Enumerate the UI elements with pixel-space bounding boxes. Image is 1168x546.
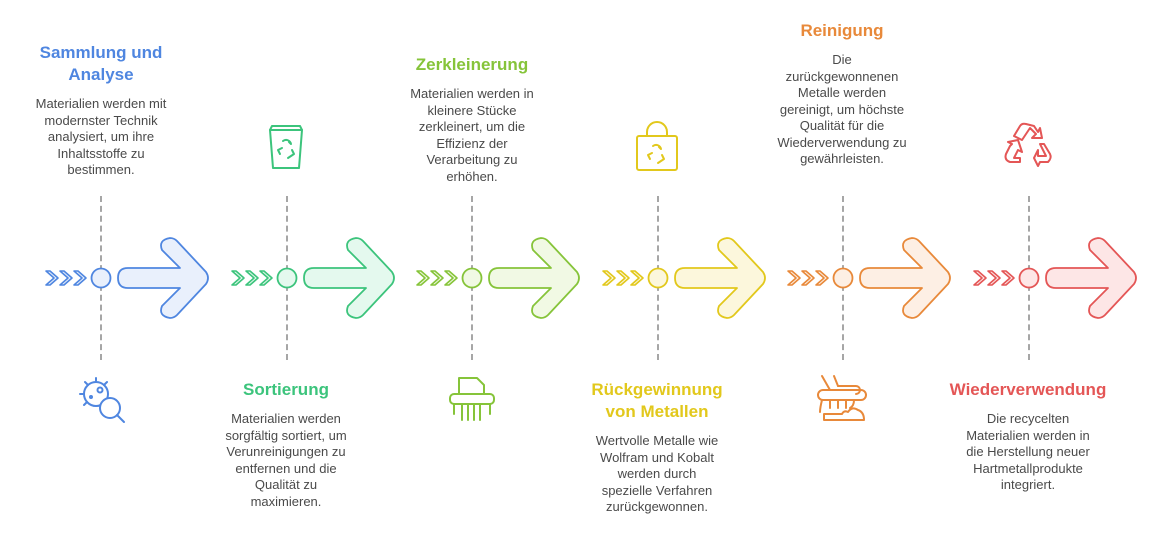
arrow-right-icon	[117, 237, 209, 319]
step-5-title: Reinigung	[800, 21, 884, 40]
chevron-icon	[616, 270, 630, 286]
step-4-arrow-group	[602, 237, 766, 319]
cleaning-brush-icon	[817, 375, 867, 421]
step-node-circle	[276, 267, 298, 289]
chevron-icon	[602, 270, 616, 286]
chevron-icon	[73, 270, 87, 286]
recycle-bin-icon	[269, 125, 303, 169]
arrow-right-icon	[303, 237, 395, 319]
step-1-title: Sammlung und Analyse	[39, 43, 163, 84]
chevron-icon	[430, 270, 444, 286]
step-node-circle	[832, 267, 854, 289]
step-2-text: Sortierung Materialien werden sorgfältig…	[206, 379, 366, 510]
step-4-text: Rückgewinnung von Metallen Wertvolle Met…	[577, 379, 737, 516]
chevron-icon	[231, 270, 245, 286]
chevron-icon	[1001, 270, 1015, 286]
chevron-icon	[444, 270, 458, 286]
step-3-arrow-group	[416, 237, 580, 319]
step-6-title: Wiederverwendung	[949, 380, 1107, 399]
arrow-right-icon	[674, 237, 766, 319]
step-1-description: Materialien werden mit modernster Techni…	[35, 96, 167, 177]
arrow-row	[45, 237, 1137, 319]
step-4-title: Rückgewinnung von Metallen	[591, 380, 723, 421]
chevron-icon	[59, 270, 73, 286]
bacteria-magnifier-icon	[79, 377, 125, 423]
step-3-text: Zerkleinerung Materialien werden in klei…	[392, 54, 552, 185]
chevron-icon	[245, 270, 259, 286]
step-3-title: Zerkleinerung	[415, 55, 529, 74]
step-node-circle	[1018, 267, 1040, 289]
step-5-arrow-group	[787, 237, 951, 319]
chevron-icon	[801, 270, 815, 286]
chevron-icon	[787, 270, 801, 286]
step-node-circle	[90, 267, 112, 289]
step-6-description: Die recycelten Materialien werden in die…	[966, 411, 1090, 492]
step-1-arrow-group	[45, 237, 209, 319]
step-node-circle	[461, 267, 483, 289]
chevron-icon	[973, 270, 987, 286]
shredder-icon	[449, 377, 495, 421]
chevron-icon	[45, 270, 59, 286]
arrow-right-icon	[488, 237, 580, 319]
chevron-icon	[815, 270, 829, 286]
arrow-right-icon	[859, 237, 951, 319]
step-2-description: Materialien werden sorgfältig sortiert, …	[225, 411, 347, 509]
step-4-description: Wertvolle Metalle wie Wolfram und Kobalt…	[595, 433, 719, 514]
step-6-arrow-group	[973, 237, 1137, 319]
recycle-icon	[1004, 122, 1052, 167]
step-6-text: Wiederverwendung Die recycelten Material…	[948, 379, 1108, 494]
step-2-title: Sortierung	[243, 380, 329, 399]
step-node-circle	[647, 267, 669, 289]
chevron-icon	[259, 270, 273, 286]
arrow-right-icon	[1045, 237, 1137, 319]
chevron-icon	[630, 270, 644, 286]
step-3-description: Materialien werden in kleinere Stücke ze…	[410, 86, 534, 184]
step-1-text: Sammlung und Analyse Materialien werden …	[21, 42, 181, 179]
step-5-description: Die zurückgewonnenen Metalle werden gere…	[777, 52, 907, 166]
step-2-arrow-group	[231, 237, 395, 319]
chevron-icon	[987, 270, 1001, 286]
chevron-icon	[416, 270, 430, 286]
step-5-text: Reinigung Die zurückgewonnenen Metalle w…	[762, 20, 922, 168]
recycle-bag-icon	[636, 121, 678, 171]
